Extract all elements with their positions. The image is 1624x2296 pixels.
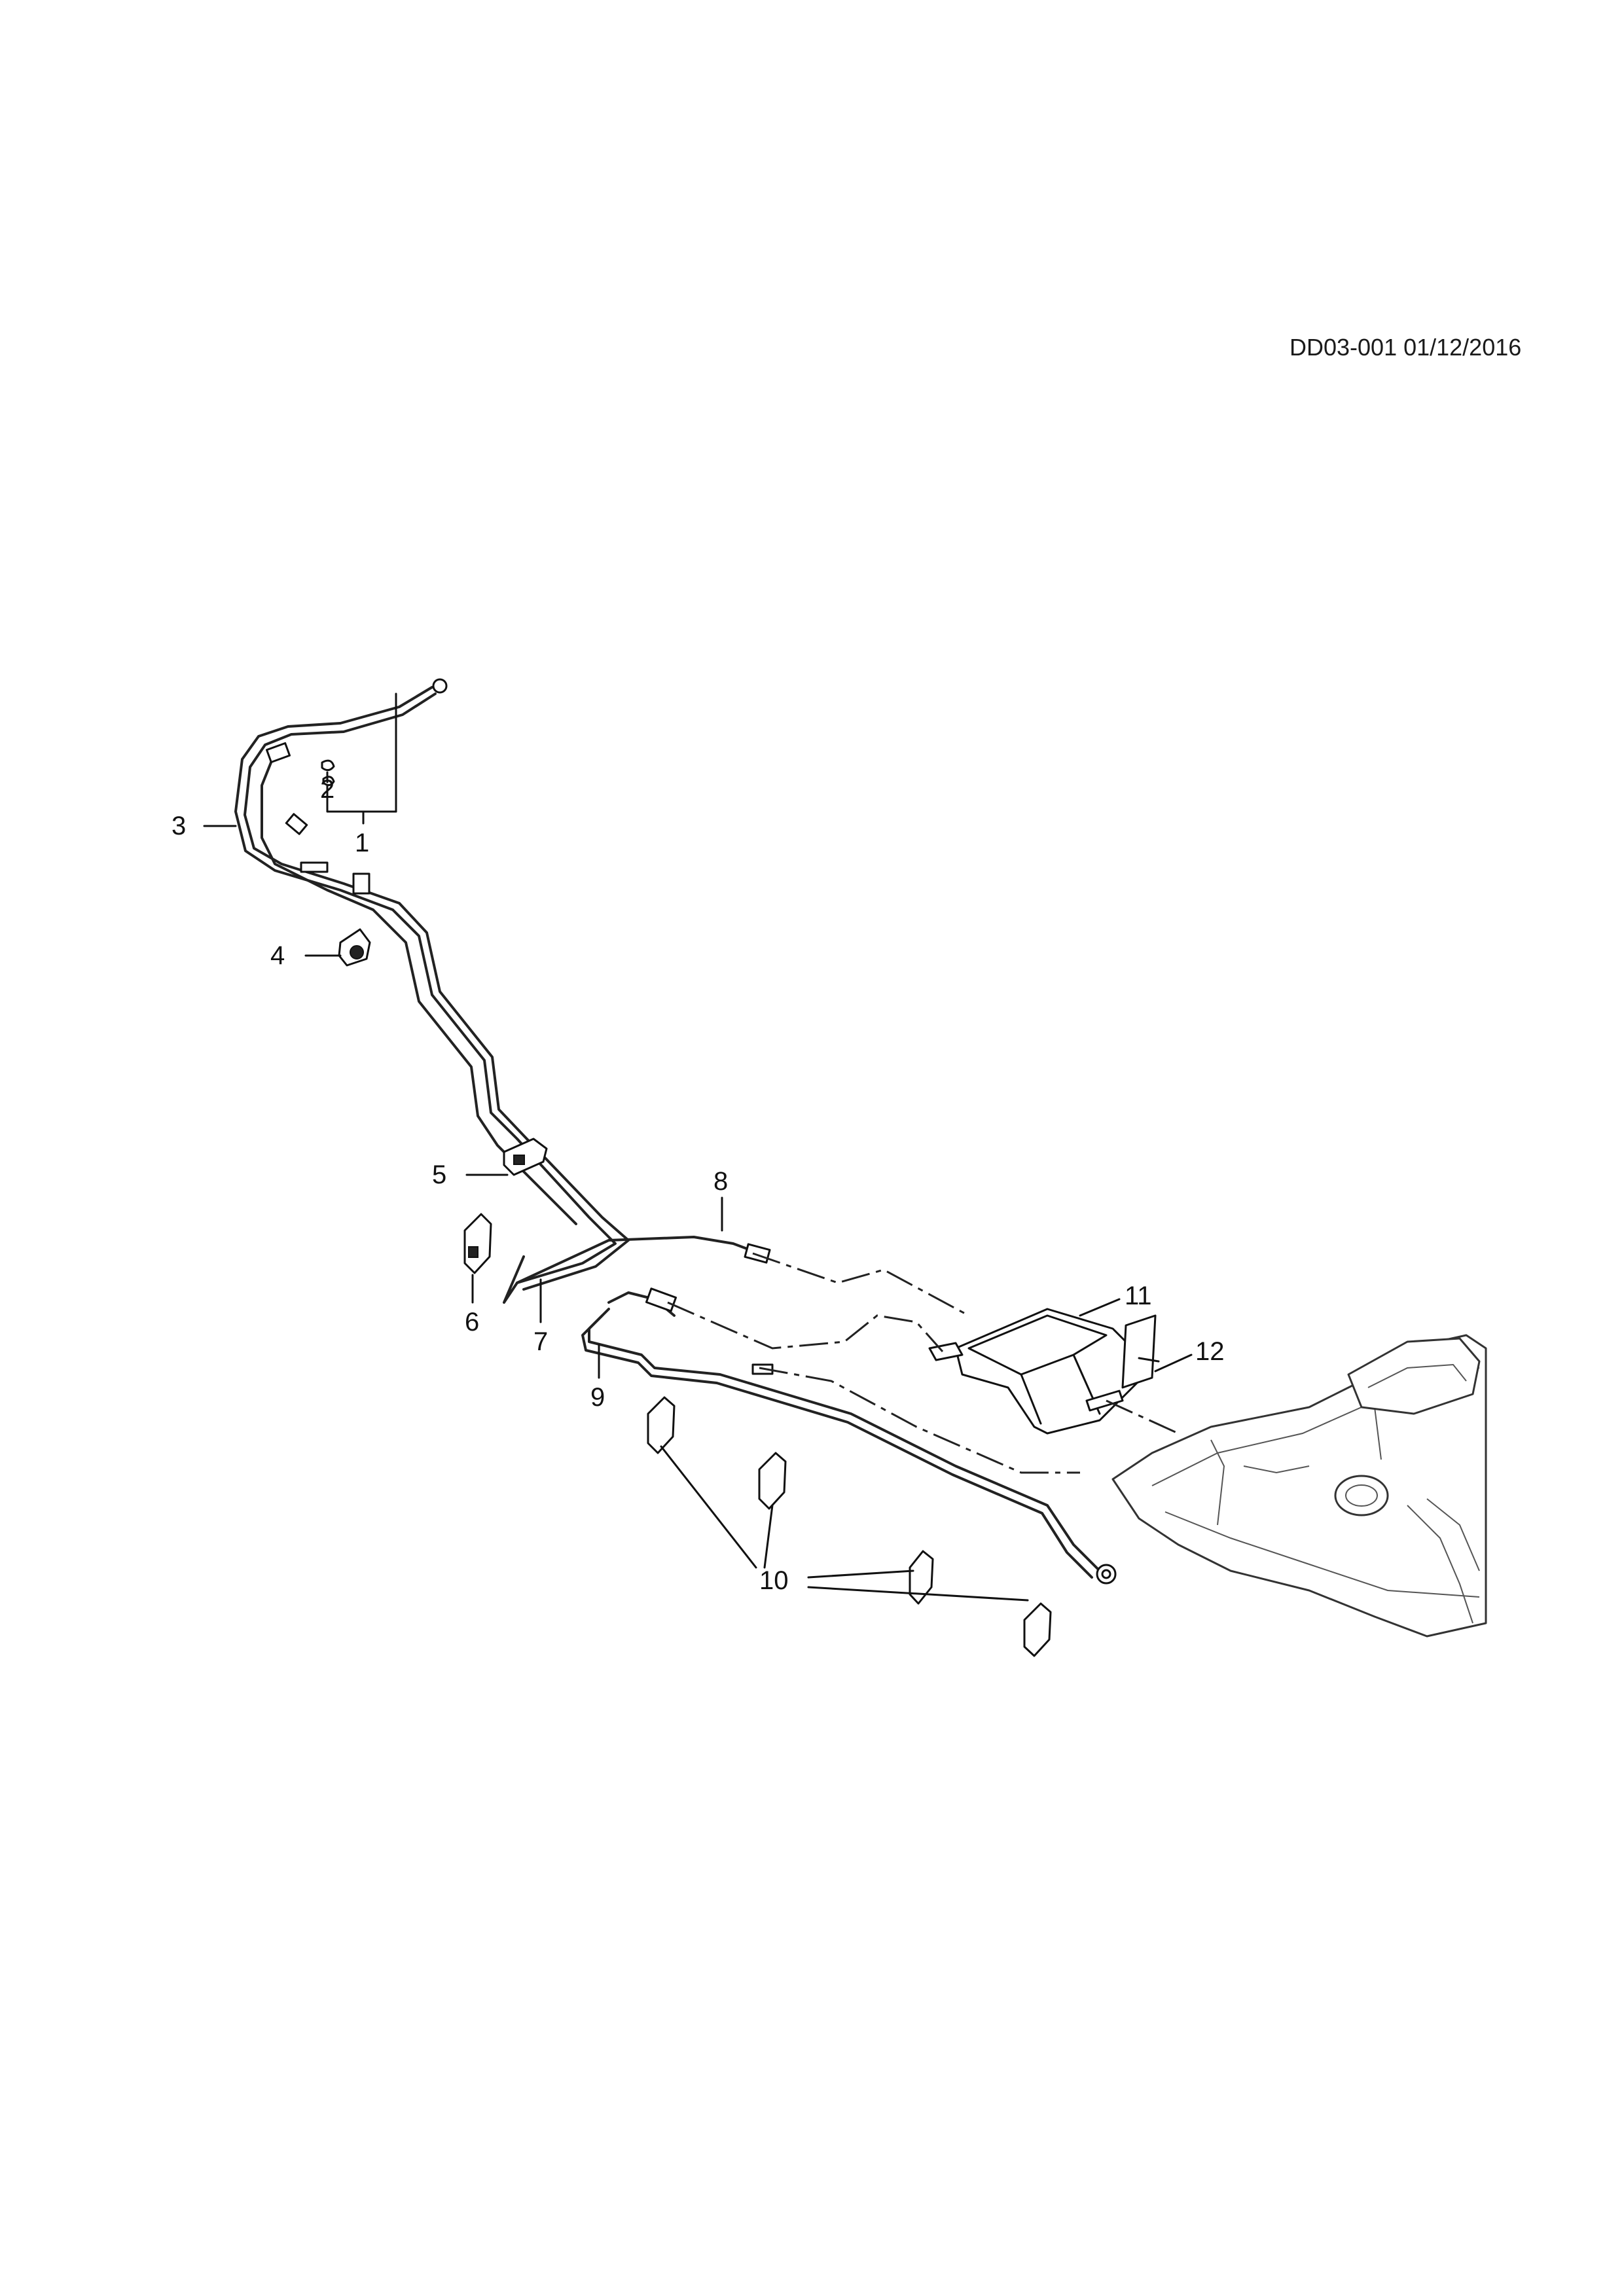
pipe-fittings (265, 678, 1117, 1585)
callout-1: 1 (355, 829, 370, 857)
callout-9: 9 (590, 1383, 605, 1412)
callout-5: 5 (432, 1160, 447, 1189)
callout-10: 10 (759, 1566, 789, 1595)
callout-4: 4 (270, 941, 285, 970)
pipe-bundle (234, 686, 1101, 1579)
callout-12: 12 (1195, 1337, 1225, 1366)
fuel-tank-context (1111, 1334, 1487, 1638)
leader-lines (203, 692, 1193, 1602)
callout-2: 2 (320, 775, 335, 804)
clip-part-10 (647, 1396, 1052, 1657)
document-id: DD03-001 01/12/2016 (1290, 334, 1522, 361)
clip-part-5 (503, 1138, 548, 1176)
callout-6: 6 (465, 1308, 480, 1336)
callout-11: 11 (1125, 1282, 1152, 1310)
callout-3: 3 (171, 812, 187, 840)
callout-8: 8 (713, 1167, 729, 1196)
callout-7: 7 (533, 1327, 549, 1356)
clip-part-6 (463, 1213, 492, 1274)
evap-canister (928, 1308, 1140, 1435)
clip-part-4 (338, 928, 371, 967)
connection-lines (667, 1252, 1179, 1474)
canister-bracket (1121, 1314, 1160, 1389)
